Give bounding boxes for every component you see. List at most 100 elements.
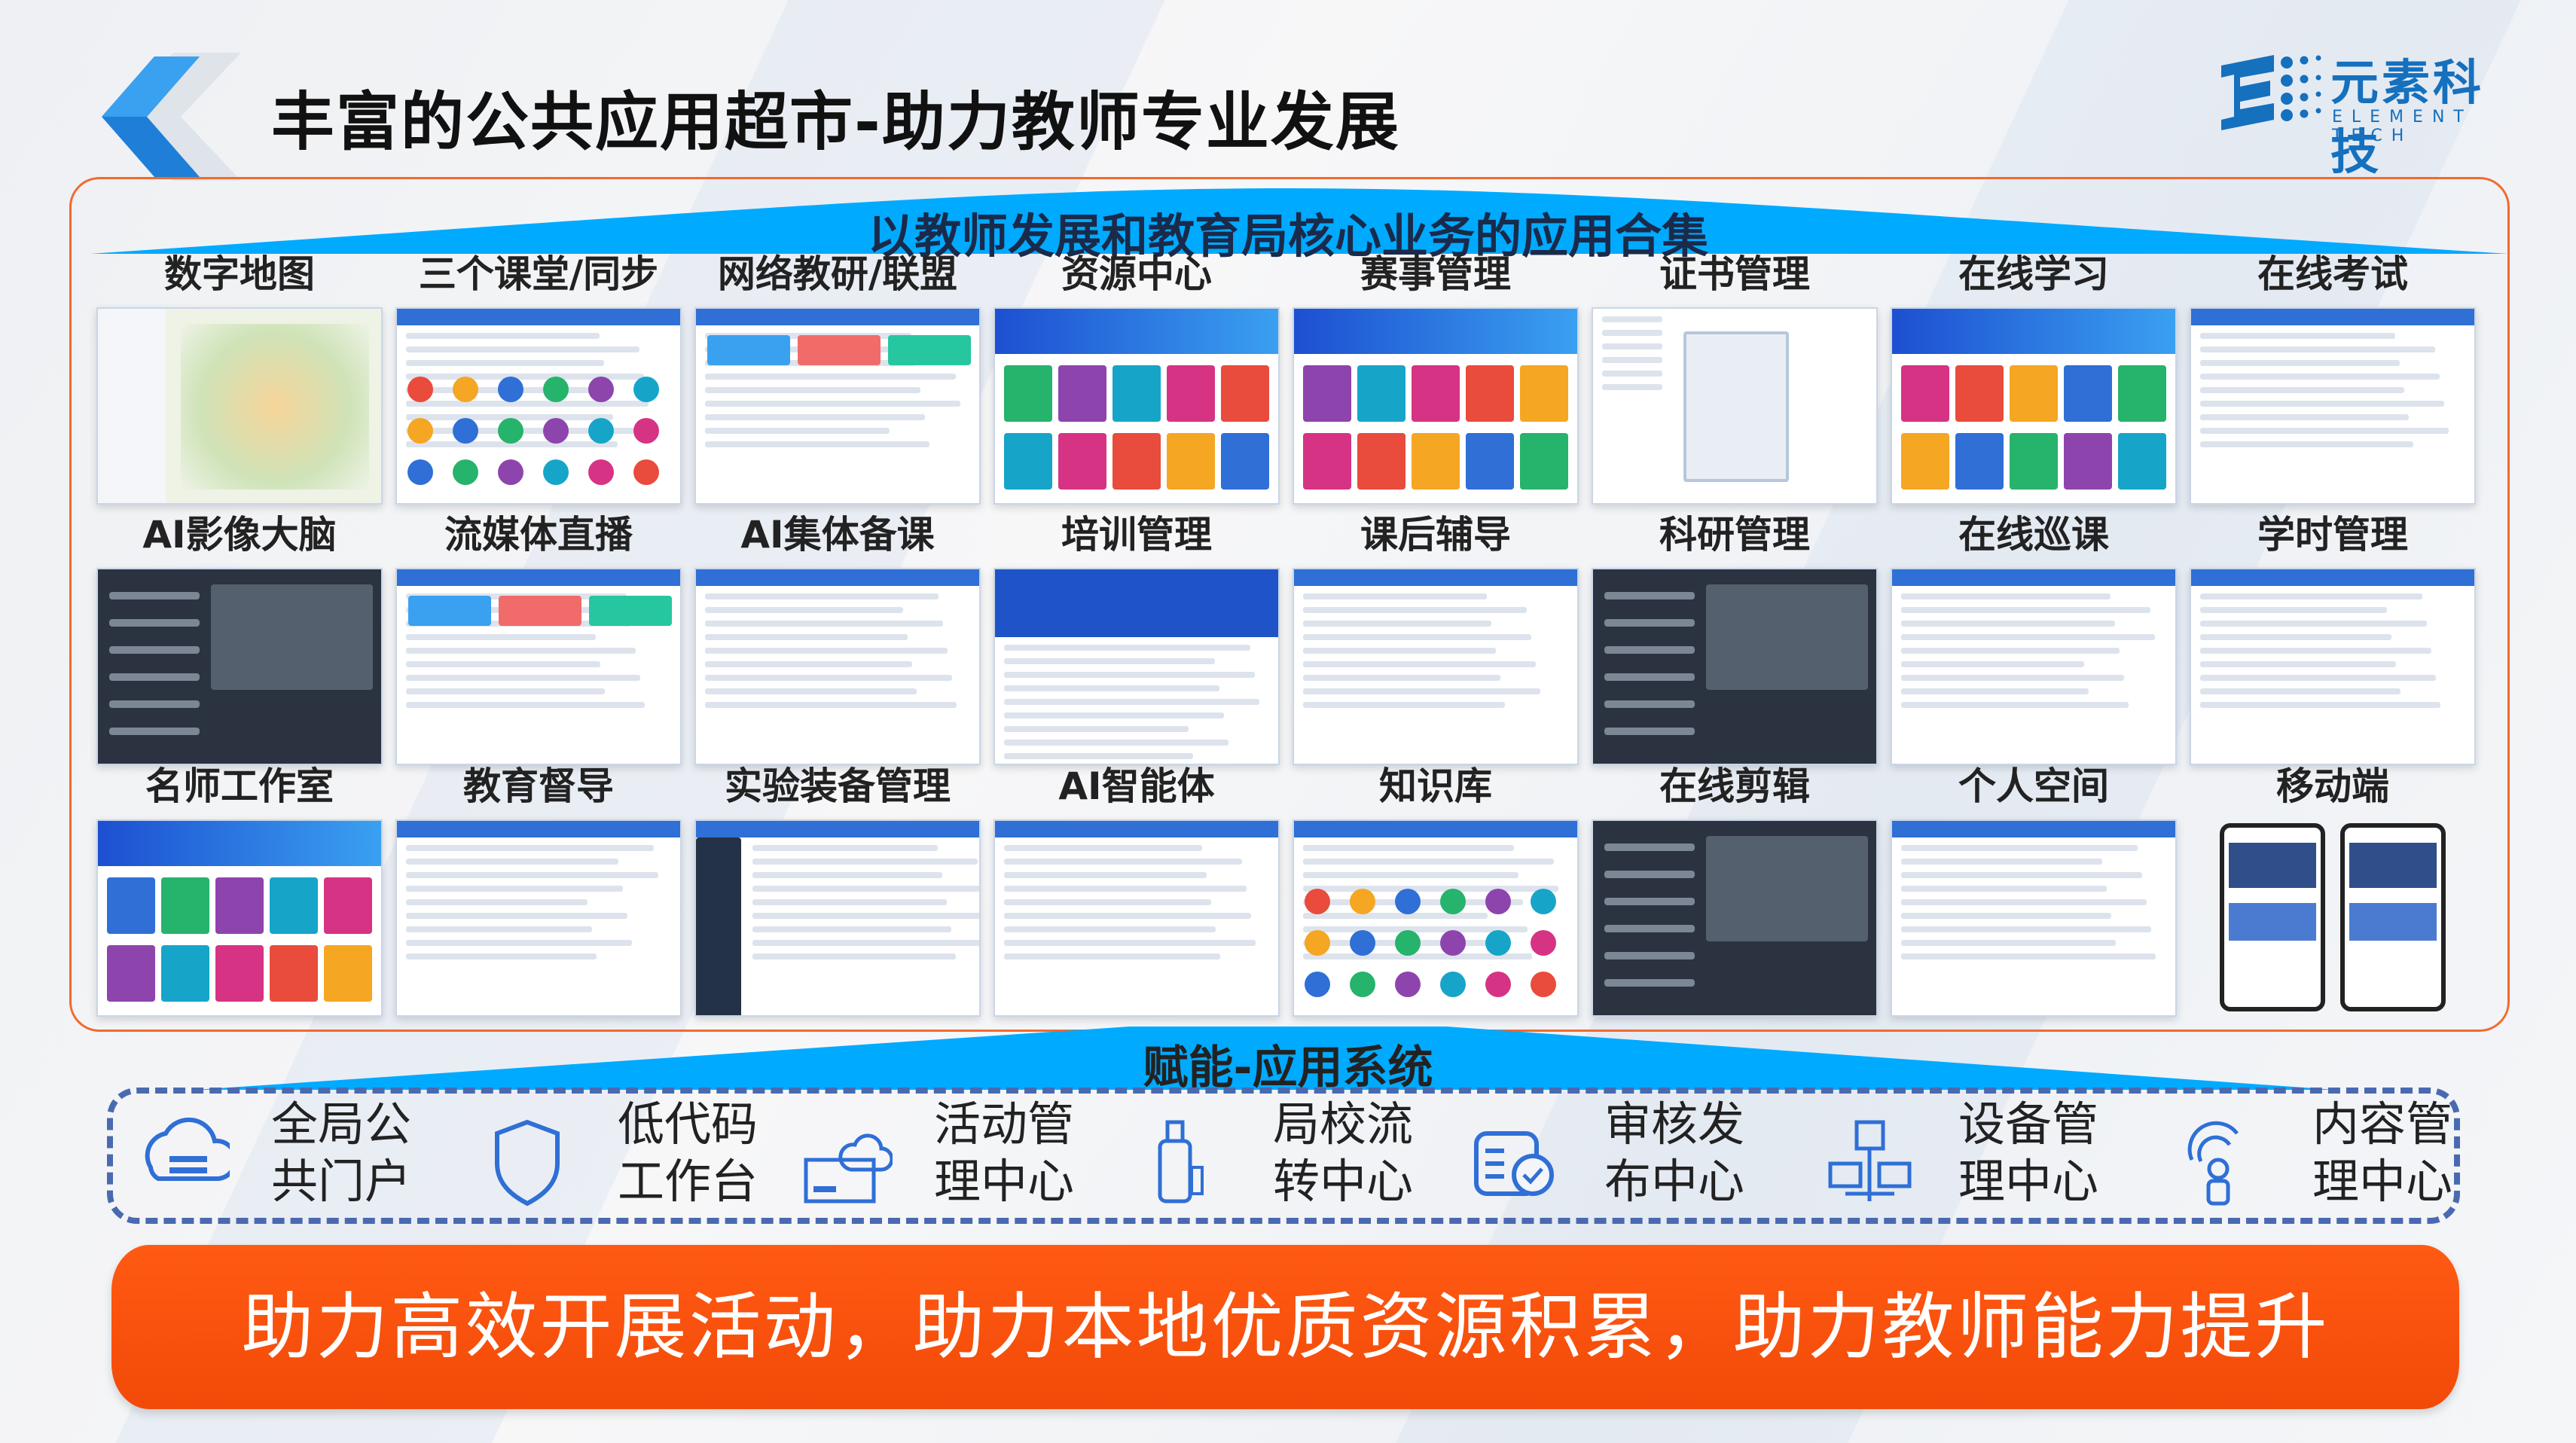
system-item[interactable]: 内容管理中心: [2177, 1096, 2478, 1216]
app-card[interactable]: AI影像大脑: [96, 511, 383, 765]
system-label-line2: 转中心: [1273, 1154, 1414, 1209]
app-label: 三个课堂/同步: [418, 252, 659, 296]
app-card[interactable]: 在线巡课: [1891, 511, 2177, 765]
app-card[interactable]: AI智能体: [993, 762, 1280, 1017]
network-devices-icon: [1828, 1120, 1912, 1201]
app-card[interactable]: 数字地图: [96, 250, 383, 505]
app-card[interactable]: 教育督导: [395, 762, 682, 1017]
app-screenshot-thumbnail[interactable]: [1592, 568, 1878, 765]
cloud-storage-icon: [804, 1133, 893, 1204]
system-label-line1: 局校流: [1273, 1097, 1414, 1152]
system-label-line1: 全局公: [271, 1097, 412, 1152]
app-label: 个人空间: [1958, 764, 2109, 808]
app-card[interactable]: 科研管理: [1592, 511, 1878, 765]
app-label: 培训管理: [1061, 513, 1212, 557]
app-card[interactable]: AI集体备课: [694, 511, 981, 765]
app-label: 学时管理: [2257, 513, 2408, 557]
app-screenshot-thumbnail[interactable]: [96, 568, 383, 765]
brand-logo: 元素科技 ELEMENT TECH: [2217, 41, 2534, 181]
app-screenshot-thumbnail[interactable]: [395, 819, 682, 1017]
app-card[interactable]: 三个课堂/同步: [395, 250, 682, 505]
system-label-line1: 审核发: [1604, 1097, 1745, 1152]
app-screenshot-thumbnail[interactable]: [1592, 307, 1878, 505]
system-label-line2: 理中心: [2312, 1154, 2453, 1209]
app-label: 教育督导: [463, 764, 614, 808]
cloud-server-icon: [145, 1117, 230, 1181]
app-screenshot-thumbnail[interactable]: [694, 307, 981, 505]
app-screenshot-thumbnail[interactable]: [993, 819, 1280, 1017]
app-card[interactable]: 在线剪辑: [1592, 762, 1878, 1017]
app-card[interactable]: 资源中心: [993, 250, 1280, 505]
app-label: 资源中心: [1061, 252, 1212, 296]
system-item[interactable]: 活动管理中心: [798, 1096, 1100, 1216]
system-item[interactable]: 局校流转中心: [1137, 1096, 1439, 1216]
app-label: AI智能体: [1058, 764, 1215, 808]
app-card[interactable]: 知识库: [1293, 762, 1579, 1017]
systems-dashed-box: [107, 1088, 2460, 1224]
app-screenshot-thumbnail[interactable]: [993, 307, 1280, 505]
app-label: 科研管理: [1659, 513, 1810, 557]
system-item[interactable]: 全局公共门户: [136, 1096, 437, 1216]
system-label-line1: 低代码: [618, 1097, 758, 1152]
app-screenshot-thumbnail[interactable]: [1592, 819, 1878, 1017]
app-screenshot-thumbnail[interactable]: [2190, 819, 2476, 1017]
element-tech-logo-icon: [2221, 55, 2321, 130]
systems-banner-text: 赋能-应用系统: [1143, 1042, 1433, 1094]
app-label: 在线剪辑: [1659, 764, 1810, 808]
system-label-line2: 理中心: [934, 1154, 1075, 1209]
app-screenshot-thumbnail[interactable]: [993, 568, 1280, 765]
app-screenshot-thumbnail[interactable]: [694, 568, 981, 765]
app-card[interactable]: 名师工作室: [96, 762, 383, 1017]
system-label-line2: 共门户: [271, 1154, 412, 1209]
system-label-line2: 理中心: [1958, 1154, 2099, 1209]
app-label: 网络教研/联盟: [717, 252, 958, 296]
app-screenshot-thumbnail[interactable]: [2190, 307, 2476, 505]
app-label: 证书管理: [1659, 252, 1810, 296]
app-screenshot-thumbnail[interactable]: [694, 819, 981, 1017]
app-card[interactable]: 流媒体直播: [395, 511, 682, 765]
system-label-line1: 内容管: [2312, 1097, 2453, 1152]
app-card[interactable]: 课后辅导: [1293, 511, 1579, 765]
app-screenshot-thumbnail[interactable]: [1891, 819, 2177, 1017]
app-card[interactable]: 学时管理: [2190, 511, 2476, 765]
document-check-icon: [1474, 1131, 1554, 1196]
app-screenshot-thumbnail[interactable]: [1891, 307, 2177, 505]
app-label: 名师工作室: [145, 764, 334, 808]
page-title: 丰富的公共应用超市-助力教师专业发展: [271, 85, 1400, 159]
app-card[interactable]: 实验装备管理: [694, 762, 981, 1017]
app-card[interactable]: 培训管理: [993, 511, 1280, 765]
app-screenshot-thumbnail[interactable]: [96, 307, 383, 505]
app-screenshot-thumbnail[interactable]: [1293, 307, 1579, 505]
system-item[interactable]: 审核发布中心: [1469, 1096, 1770, 1216]
app-card[interactable]: 在线考试: [2190, 250, 2476, 505]
system-label-line1: 设备管: [1958, 1097, 2099, 1152]
top-banner-text: 以教师发展和教育局核心业务的应用合集: [867, 209, 1708, 264]
flow-bottle-icon: [1158, 1120, 1204, 1204]
app-label: 在线学习: [1958, 252, 2109, 296]
system-label-line1: 活动管: [934, 1097, 1075, 1152]
shield-icon: [495, 1119, 560, 1207]
app-screenshot-thumbnail[interactable]: [2190, 568, 2476, 765]
app-card[interactable]: 个人空间: [1891, 762, 2177, 1017]
app-screenshot-thumbnail[interactable]: [1293, 568, 1579, 765]
app-screenshot-thumbnail[interactable]: [395, 568, 682, 765]
app-card[interactable]: 赛事管理: [1293, 250, 1579, 505]
app-label: 在线巡课: [1958, 513, 2109, 557]
app-label: 实验装备管理: [725, 764, 951, 808]
app-card[interactable]: 网络教研/联盟: [694, 250, 981, 505]
brand-name-cn: 元素科技: [2330, 56, 2484, 181]
app-screenshot-thumbnail[interactable]: [1293, 819, 1579, 1017]
app-card[interactable]: 移动端: [2190, 762, 2476, 1017]
system-item[interactable]: 低代码工作台: [482, 1096, 783, 1216]
app-label: 数字地图: [164, 252, 315, 296]
app-card[interactable]: 在线学习: [1891, 250, 2177, 505]
top-banner: 以教师发展和教育局核心业务的应用合集: [0, 185, 2576, 264]
app-screenshot-thumbnail[interactable]: [395, 307, 682, 505]
app-screenshot-thumbnail[interactable]: [1891, 568, 2177, 765]
app-card[interactable]: 证书管理: [1592, 250, 1878, 505]
systems-banner: 赋能-应用系统: [0, 1020, 2576, 1094]
app-label: 移动端: [2276, 764, 2389, 808]
app-screenshot-thumbnail[interactable]: [96, 819, 383, 1017]
system-item[interactable]: 设备管理中心: [1823, 1096, 2124, 1216]
brand-name-en: ELEMENT TECH: [2332, 108, 2473, 145]
